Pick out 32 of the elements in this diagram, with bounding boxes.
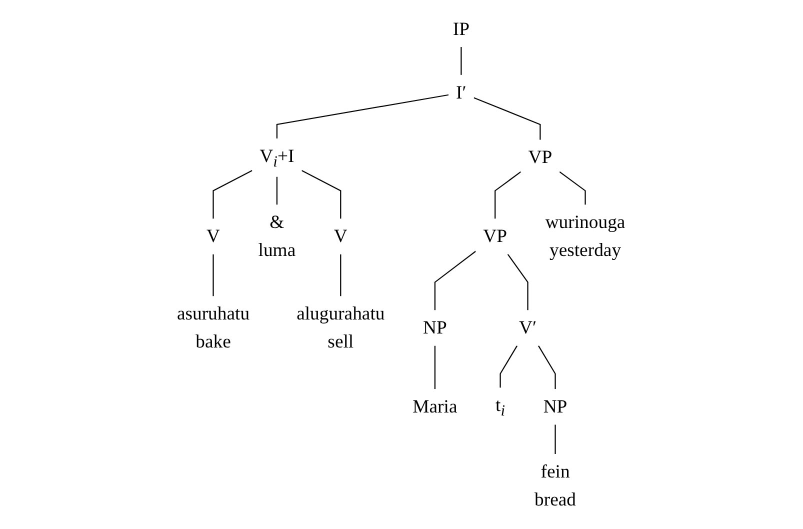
connector	[494, 171, 522, 219]
node-text: V	[334, 226, 348, 247]
connector	[555, 424, 556, 454]
connector	[276, 176, 278, 205]
node-text: I′	[456, 82, 467, 103]
syntax-tree-drawing: IP I′ V$_{i}$+I VP V & luma V VP wurinouga yesterday asuruhatu bake alugurahatu sell NP V′ Maria t$_{i}$ NP fein bread	[162, 4, 641, 525]
node-text: alugurahatu sell	[297, 304, 386, 352]
node-text: IP	[453, 18, 470, 40]
node-text: V′	[519, 318, 537, 338]
node-text: V$_{i}$+I	[260, 146, 295, 170]
connector	[434, 250, 476, 310]
node-text: t$_{i}$	[496, 395, 506, 420]
node-text: VP	[484, 226, 508, 247]
node-text: & luma	[258, 212, 296, 261]
node-text: V	[206, 226, 220, 247]
node-text: VP	[528, 147, 553, 168]
node-text: NP	[423, 318, 448, 338]
connector	[213, 254, 214, 296]
connector	[276, 94, 450, 138]
connector	[508, 254, 529, 310]
connector	[434, 346, 436, 390]
connector	[340, 254, 342, 296]
connector	[461, 46, 462, 75]
connector	[538, 345, 556, 390]
node-text: asuruhatu bake	[177, 304, 250, 352]
connector	[474, 97, 542, 140]
node-text: Maria	[413, 396, 458, 418]
connector	[500, 345, 518, 388]
node-text: wurinouga yesterday	[546, 212, 626, 261]
node-text: NP	[544, 396, 568, 418]
connector	[560, 171, 586, 205]
node-text: fein bread	[534, 461, 576, 510]
